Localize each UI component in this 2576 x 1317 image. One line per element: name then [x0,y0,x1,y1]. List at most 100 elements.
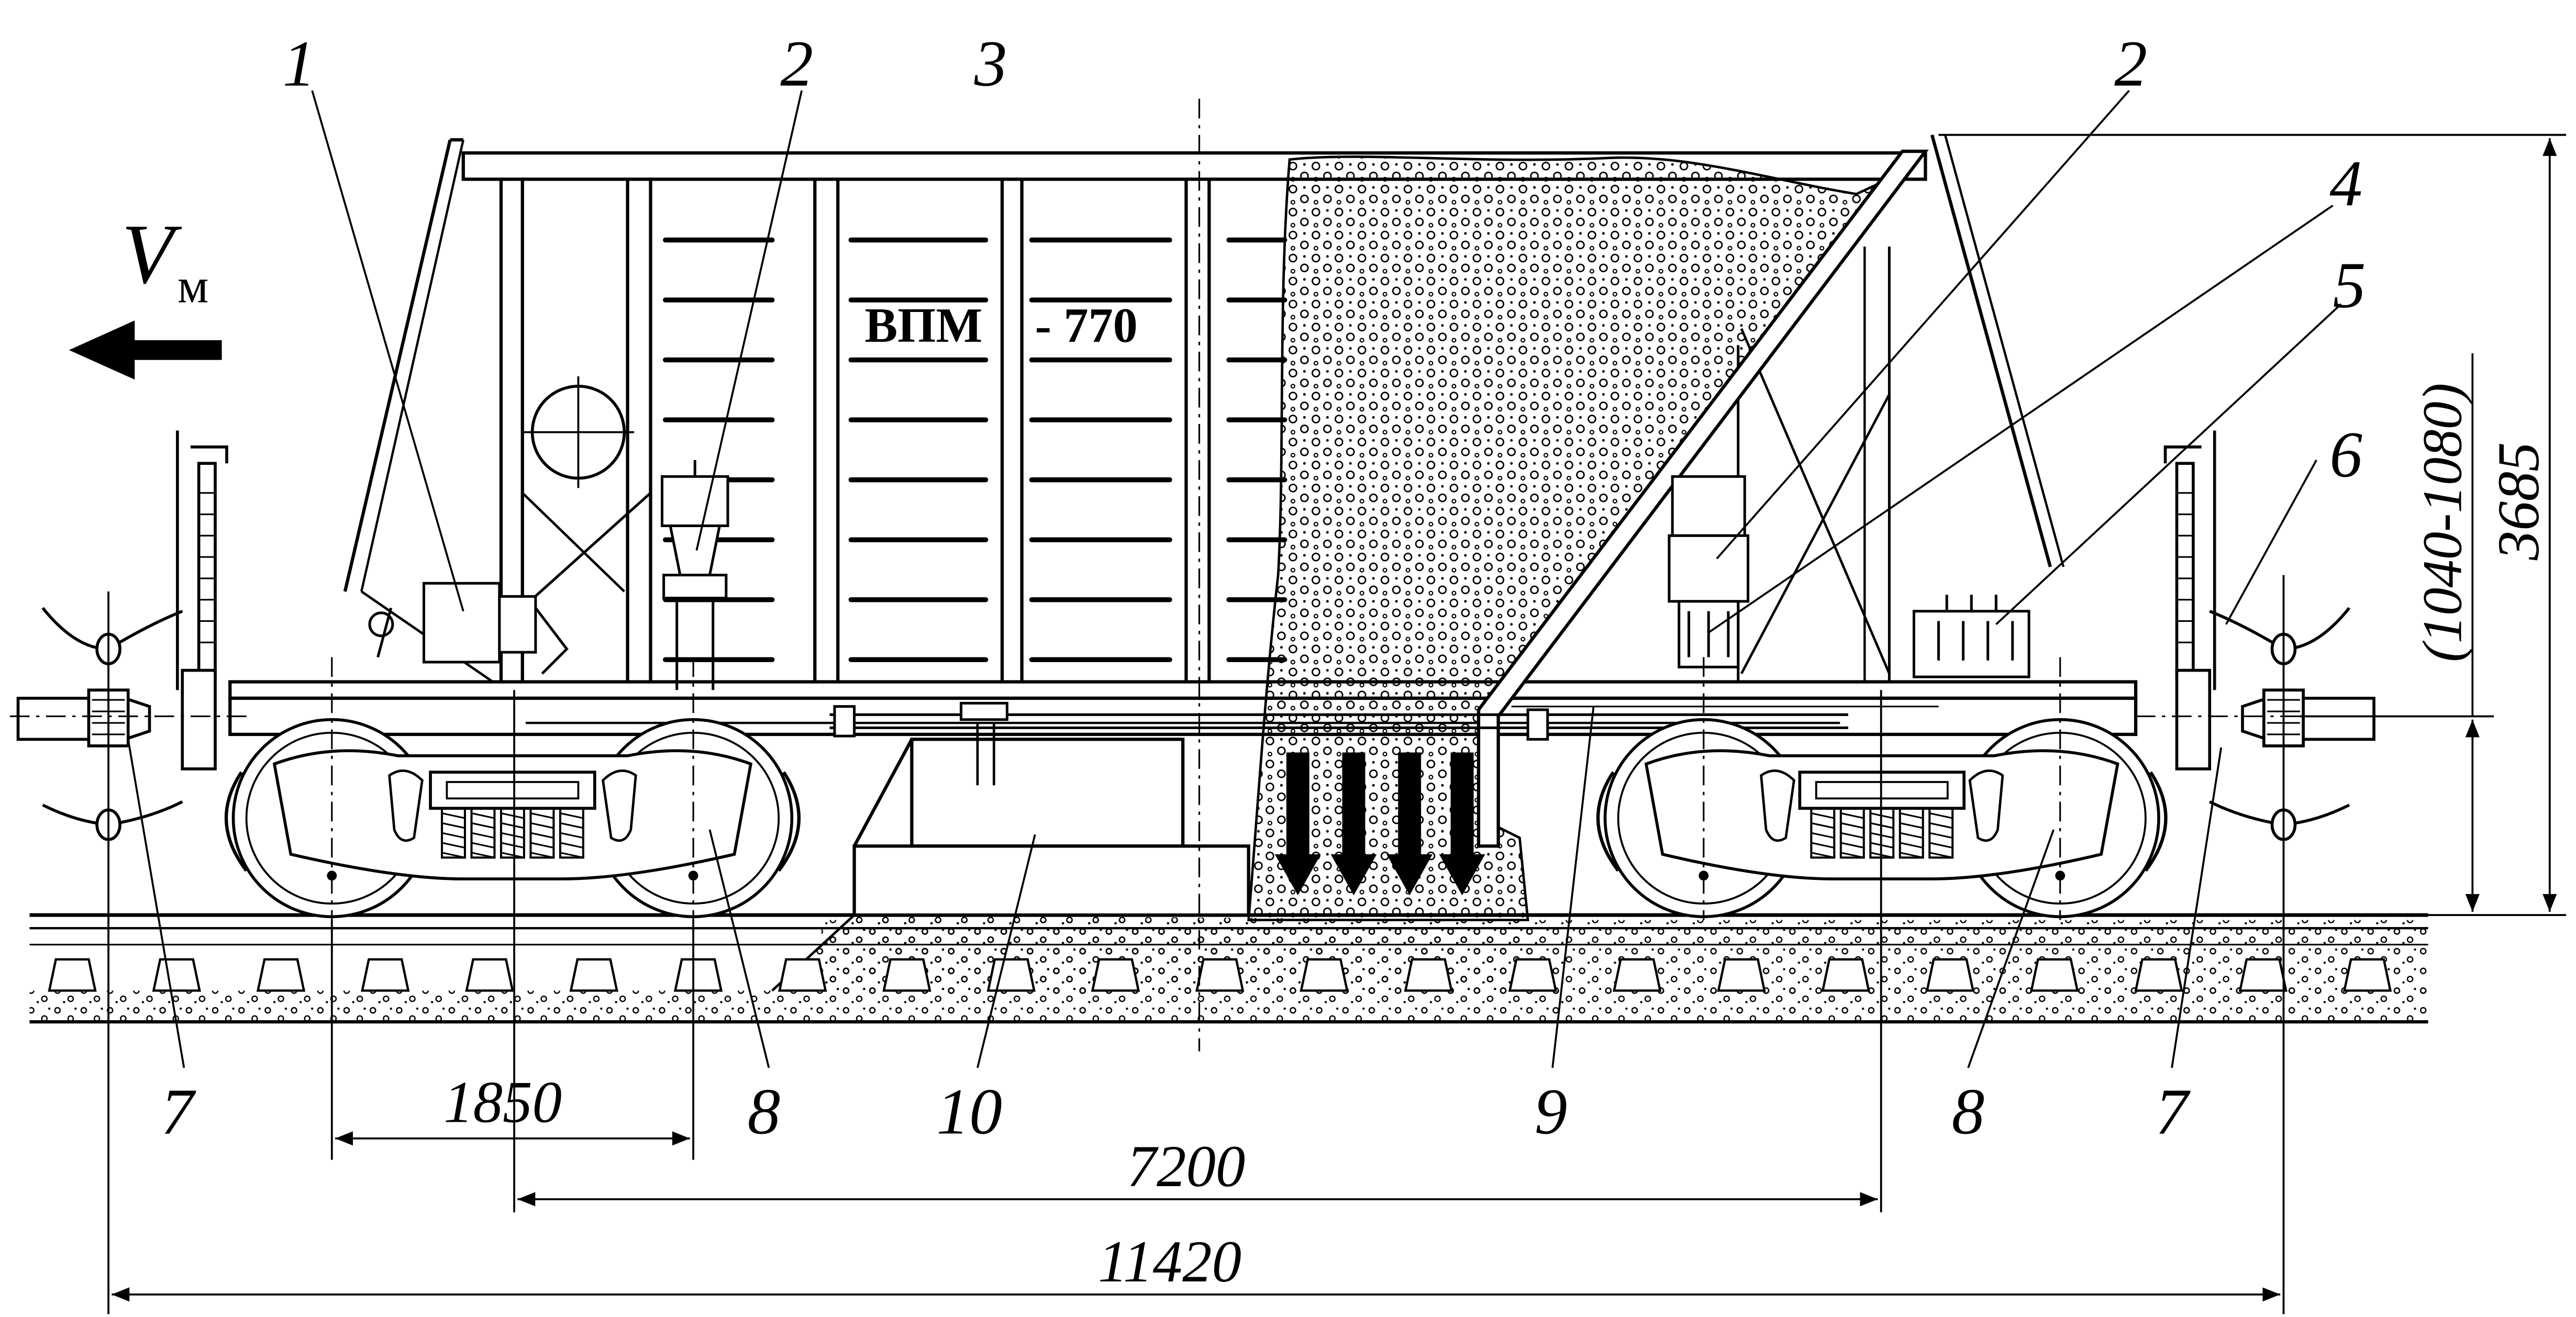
brake-shoe [2144,771,2168,872]
spring-coil [1811,842,1835,849]
sleeper [152,958,201,992]
spring-coil [1840,842,1864,849]
spring-coil [530,842,554,849]
sleeper [2030,958,2079,992]
spring-coil [1811,822,1835,829]
sleeper [882,958,931,992]
car-title: ВПМ [865,298,983,353]
spring-coil [530,812,554,819]
discharge-chute [1476,149,1939,848]
spring-coil [1840,832,1864,839]
leader-lines [127,90,2342,1068]
coupler-head [16,697,151,741]
handrail-post [2175,462,2195,678]
callout-3: 3 [974,28,1007,101]
spring-coil [501,832,525,839]
sleeper [361,958,410,992]
centerlines [9,98,2415,1052]
spring-coil [1900,822,1924,829]
spring-coil [1929,842,1953,849]
spring-coil [471,842,495,849]
sleeper [1300,958,1349,992]
spring-coil [1811,852,1835,858]
callout-7-right: 7 [2156,1075,2191,1148]
spring-coil [471,832,495,839]
sleeper [778,958,827,992]
callout-1: 1 [283,28,316,101]
spring-coil [1929,852,1953,858]
dim-11420: 11420 [1098,1229,1241,1294]
spring-coil [1900,852,1924,858]
spring-coil [1929,822,1953,829]
sleepers [48,958,2392,992]
spring-coil [560,822,584,829]
bolster-window [446,781,580,800]
car-title-suffix: - 770 [1035,298,1138,353]
side-panel-ribs [663,237,1287,662]
callout-2-right: 2 [2114,28,2147,101]
spring-coil [530,832,554,839]
callout-9: 9 [1535,1075,1568,1148]
sleeper [1195,958,1245,992]
velocity-subscript: м [177,259,209,314]
callout-8-right: 8 [1952,1075,1985,1148]
spring-coil [1840,812,1864,819]
spring-coil [501,822,525,829]
sleeper [1821,958,1870,992]
callout-2-left: 2 [780,28,813,101]
coupler-left [16,430,228,841]
callout-6: 6 [2329,418,2362,491]
handrail-top [190,445,228,464]
spring-coil [530,822,554,829]
spring-coil [1900,842,1924,849]
callout-10: 10 [937,1075,1003,1148]
frame-window [1968,769,2004,842]
flow-arrows [1274,752,1485,896]
spring-coil [441,842,465,849]
motion-arrow [69,320,222,380]
dim-coupler-height: (1040-1080) [2412,383,2473,662]
spring-coil [1840,852,1864,858]
frame-window [1760,769,1795,842]
sleeper [256,958,306,992]
brake-shoe [224,771,248,872]
door-drive-left [661,460,729,690]
spring-coil [1929,812,1953,819]
dim-3685: 3685 [2486,442,2551,561]
sleeper [569,958,618,992]
frame-window [388,769,424,842]
sleeper [2342,958,2392,992]
electric-panel [1912,595,2030,678]
sleeper [1508,958,1558,992]
spring-coil [441,812,465,819]
sleeper [1925,958,1975,992]
handrail-post [197,462,217,678]
spring-coil [1900,832,1924,839]
ballast-load [1247,155,1907,921]
spring-coil [471,852,495,858]
sleeper [1091,958,1140,992]
spring-coil [441,832,465,839]
brake-shoe [1596,771,1620,872]
sleeper [986,958,1036,992]
spring-coil [441,852,465,858]
velocity-symbol: V [121,207,182,302]
spring-coil [1811,832,1835,839]
end-beam [181,668,217,771]
spring-coil [501,852,525,858]
pneumatic-cylinder [368,582,569,675]
bogie-left [224,718,801,919]
sleeper [1717,958,1766,992]
spring-coil [560,832,584,839]
dimension-lines [107,133,2567,1314]
spring-coil [471,812,495,819]
sleeper [1613,958,1662,992]
spring-coil [441,822,465,829]
sleeper [673,958,723,992]
dim-1850: 1850 [443,1069,562,1135]
end-beam [2175,668,2212,771]
spring-coil [1840,822,1864,829]
spring-coil [1900,812,1924,819]
